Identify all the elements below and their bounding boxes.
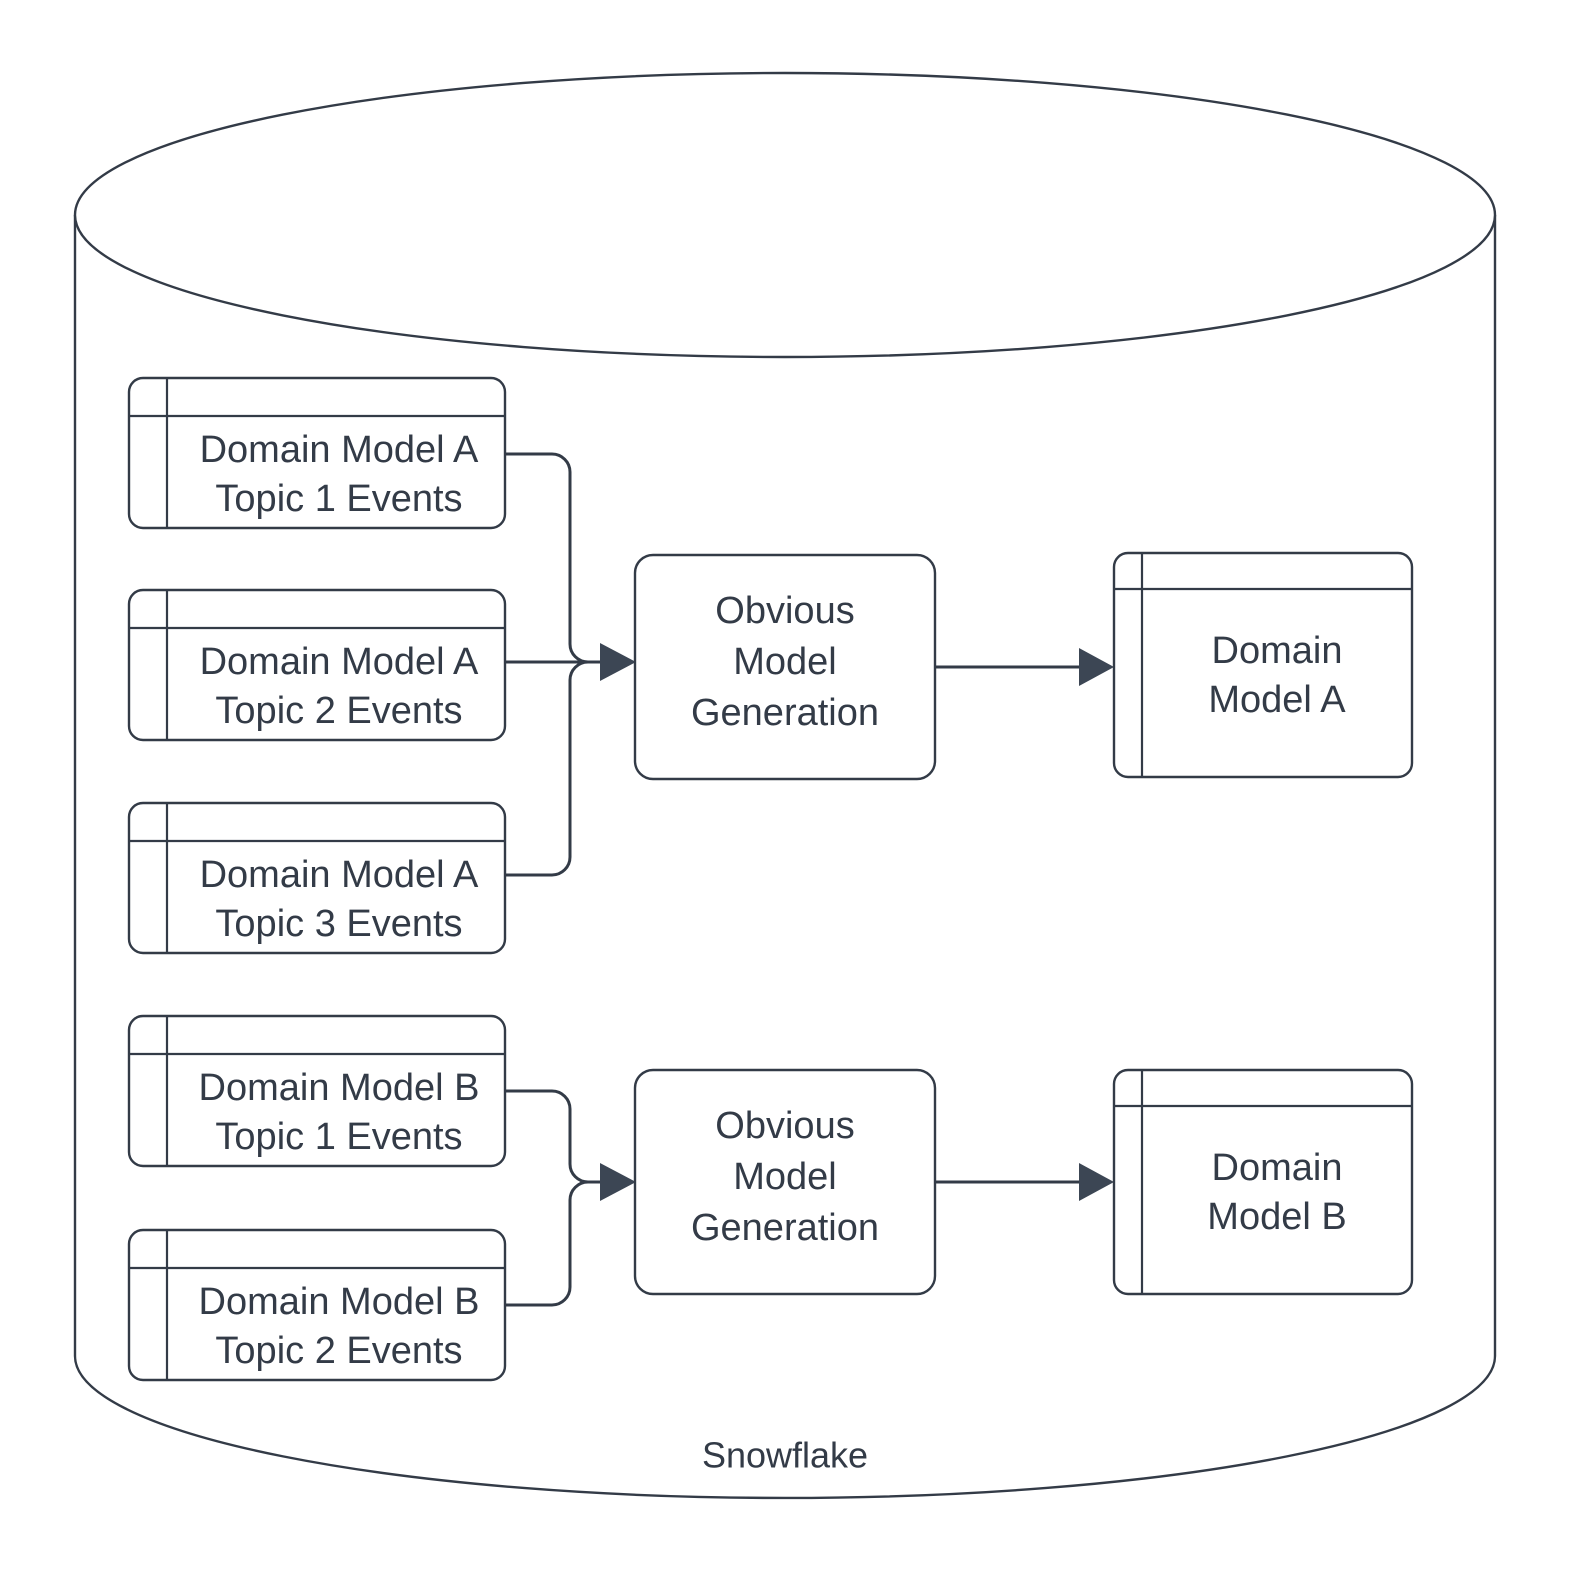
node-b1[interactable]: Domain Model B Topic 1 Events — [127, 1014, 507, 1168]
node-output-b[interactable]: Domain Model B — [1112, 1068, 1414, 1296]
node-b1-label-line2: Topic 1 Events — [215, 1116, 462, 1158]
node-process-a-label-line1: Obvious — [715, 590, 854, 632]
node-output-b-frame — [1112, 1068, 1414, 1296]
node-process-b-label-line2: Model — [733, 1156, 837, 1198]
node-output-a-label-line2: Model A — [1208, 679, 1346, 721]
node-process-b-frame — [633, 1068, 937, 1296]
node-output-b-label-line2: Model B — [1207, 1196, 1346, 1238]
cylinder-body — [73, 215, 1497, 1500]
cylinder-top-ellipse — [73, 71, 1497, 359]
node-b2[interactable]: Domain Model B Topic 2 Events — [127, 1228, 507, 1382]
node-process-a[interactable]: Obvious Model Generation — [633, 553, 937, 781]
node-output-a[interactable]: Domain Model A — [1112, 551, 1414, 779]
node-a3-label-line2: Topic 3 Events — [215, 903, 462, 945]
node-output-a-frame — [1112, 551, 1414, 779]
node-output-a-label-line1: Domain — [1212, 630, 1343, 672]
node-a2-label-line1: Domain Model A — [200, 641, 479, 683]
arrowhead-into-process-b — [600, 1163, 636, 1201]
edges-group-a — [505, 452, 1114, 877]
node-output-b-label-line1: Domain — [1212, 1147, 1343, 1189]
node-a1[interactable]: Domain Model A Topic 1 Events — [127, 376, 507, 530]
node-b2-label-line2: Topic 2 Events — [215, 1330, 462, 1372]
node-process-b-label-line1: Obvious — [715, 1105, 854, 1147]
edge-b2-to-process[interactable] — [505, 1180, 600, 1307]
node-a1-label-line2: Topic 1 Events — [215, 478, 462, 520]
edge-a3-to-process[interactable] — [505, 660, 600, 877]
node-a2-label-line2: Topic 2 Events — [215, 690, 462, 732]
node-process-a-label-line2: Model — [733, 641, 837, 683]
arrowhead-into-output-a — [1079, 648, 1114, 686]
edge-a1-to-process[interactable] — [505, 452, 600, 664]
arrowhead-into-process-a — [600, 643, 636, 681]
node-b2-label-line1: Domain Model B — [199, 1281, 480, 1323]
node-a2[interactable]: Domain Model A Topic 2 Events — [127, 588, 507, 742]
snowflake-cylinder[interactable] — [73, 71, 1497, 1500]
snowflake-container-label: Snowflake — [702, 1435, 868, 1476]
node-a1-label-line1: Domain Model A — [200, 429, 479, 471]
edge-b1-to-process[interactable] — [505, 1089, 600, 1184]
node-b1-label-line1: Domain Model B — [199, 1067, 480, 1109]
node-process-a-frame — [633, 553, 937, 781]
arrowhead-into-output-b — [1079, 1163, 1114, 1201]
node-a3[interactable]: Domain Model A Topic 3 Events — [127, 801, 507, 955]
node-process-b[interactable]: Obvious Model Generation — [633, 1068, 937, 1296]
node-a3-label-line1: Domain Model A — [200, 854, 479, 896]
edges-group-b — [505, 1089, 1114, 1307]
node-process-a-label-line3: Generation — [691, 692, 879, 734]
node-process-b-label-line3: Generation — [691, 1207, 879, 1249]
